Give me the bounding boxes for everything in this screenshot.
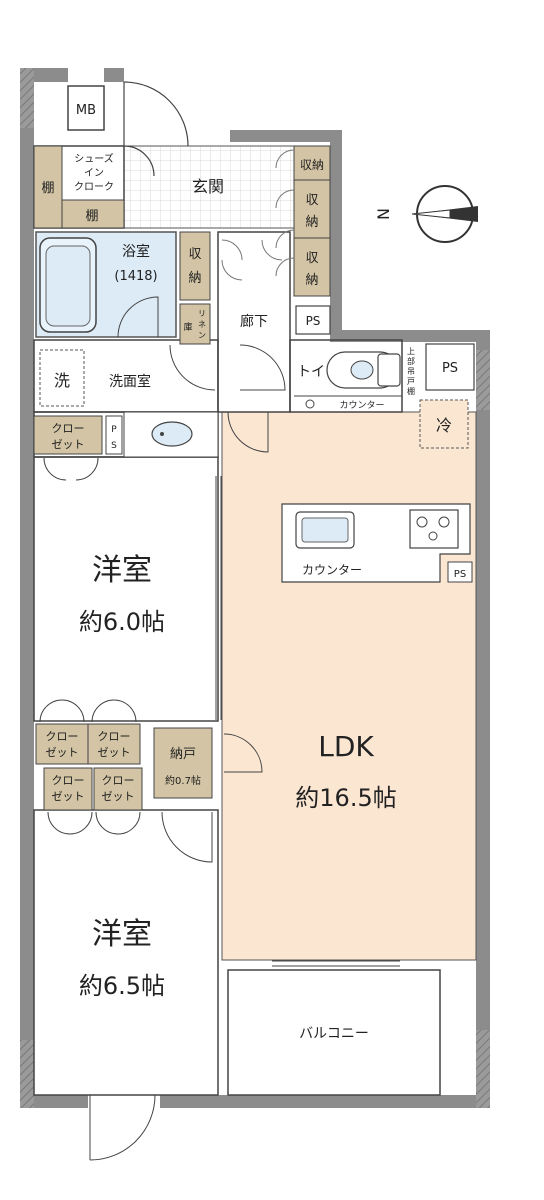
closet-b-2: ゼット <box>98 746 131 759</box>
ps-toilet: PS <box>442 361 458 376</box>
entrance-label: 玄関 <box>192 177 224 196</box>
middle-closets <box>35 723 143 811</box>
linen-label-1: リ <box>198 309 206 318</box>
room2-size: 約6.5帖 <box>79 972 165 1000</box>
bath-label: 浴室 <box>122 243 150 260</box>
closet-doors[interactable] <box>39 699 141 835</box>
storeroom-label: 納戸 <box>170 747 196 762</box>
closet-c-1: クロー <box>52 774 85 787</box>
kitchen-counter-label: カウンター <box>302 563 362 577</box>
room1-name: 洋室 <box>92 553 152 588</box>
mb-label: MB <box>76 103 96 118</box>
ldk-label: LDK <box>318 730 374 763</box>
storage-doors <box>275 149 295 277</box>
hallway-label: 廊下 <box>240 313 268 330</box>
walls <box>20 68 490 1108</box>
ps-small-1: P <box>111 425 117 435</box>
toilet-counter-label: カウンター <box>339 400 384 411</box>
storage-bath-label-2: 納 <box>188 271 201 286</box>
storeroom-size: 約0.7帖 <box>165 774 201 787</box>
storage-mid-label-1: 収 <box>305 193 318 208</box>
storeroom-door[interactable] <box>223 733 263 773</box>
balcony-label: バルコニー <box>299 1026 369 1042</box>
meter-box <box>67 85 105 131</box>
washroom-label: 洗面室 <box>109 373 151 390</box>
fridge-box <box>419 399 469 449</box>
closet-d-2: ゼット <box>102 790 135 803</box>
svg-text:戸: 戸 <box>407 377 415 386</box>
linen-label-3: ン <box>198 331 206 340</box>
compass-n: N <box>374 208 393 220</box>
fridge-label: 冷 <box>436 416 452 435</box>
storage-mid-label-2: 納 <box>305 215 318 230</box>
shoes-in-closet-label: シューズ イン クローク <box>74 152 114 193</box>
sink <box>151 421 193 447</box>
ps-toilet-box <box>425 343 475 391</box>
closet-upper-label-2: ゼット <box>52 438 85 451</box>
storage-mid <box>293 179 331 239</box>
closet-upper-doors[interactable] <box>43 457 99 481</box>
balcony-sash[interactable] <box>272 960 400 967</box>
shoes-closet-shelf-left <box>33 145 63 229</box>
svg-text:上: 上 <box>407 347 415 356</box>
svg-text:イン: イン <box>84 168 104 179</box>
kitchen-counter <box>281 503 471 583</box>
svg-text:クローク: クローク <box>74 181 114 193</box>
closet-a-2: ゼット <box>46 746 79 759</box>
storage-top-label: 収納 <box>300 158 324 172</box>
storage-low <box>293 237 331 297</box>
bath-size: (1418) <box>114 269 157 284</box>
ps-hall-box <box>295 305 331 335</box>
upper-cabinet-label: 上 部 吊 戸 棚 <box>407 347 415 396</box>
shelf-label-left: 棚 <box>41 181 54 196</box>
room2-name: 洋室 <box>92 917 152 952</box>
compass-icon <box>411 185 478 243</box>
linen-cupboard <box>179 303 211 345</box>
closet-upper <box>33 415 103 455</box>
shoes-closet-shelf-bottom <box>61 199 125 229</box>
linen-label-side: 庫 <box>183 321 192 333</box>
entrance-door[interactable] <box>123 81 189 177</box>
room1-size: 約6.0帖 <box>79 608 165 636</box>
storage-low-label-2: 納 <box>305 273 318 288</box>
shelf-label-bottom: 棚 <box>85 209 98 224</box>
storeroom-box <box>153 727 213 799</box>
svg-text:部: 部 <box>407 356 415 366</box>
linen-label-2: ネ <box>198 320 206 329</box>
wash-icon: 洗 <box>54 371 70 390</box>
closet-b-1: クロー <box>98 730 131 743</box>
storage-bath <box>179 231 211 301</box>
svg-text:吊: 吊 <box>407 367 415 376</box>
toilet-sink-icon <box>305 399 315 409</box>
room2-door[interactable] <box>161 811 213 863</box>
ldk-floor <box>221 411 477 961</box>
ps-small-box <box>105 415 123 455</box>
sliding-partition[interactable] <box>215 476 222 720</box>
entrance-tile-floor <box>123 145 295 229</box>
closet-c-2: ゼット <box>52 790 85 803</box>
closet-a-1: クロー <box>46 730 79 743</box>
storage-bath-label-1: 収 <box>188 247 201 262</box>
svg-text:棚: 棚 <box>407 386 415 396</box>
ps-hall: PS <box>306 314 321 328</box>
room2-window-door[interactable] <box>89 1094 156 1161</box>
closet-d-1: クロー <box>102 774 135 787</box>
ldk-size: 約16.5帖 <box>295 784 396 812</box>
bath-door[interactable] <box>117 296 159 338</box>
svg-text:シューズ: シューズ <box>74 152 114 165</box>
wash-machine-box <box>39 349 85 407</box>
ps-kitchen: PS <box>454 569 466 580</box>
storage-low-label-1: 収 <box>305 251 318 266</box>
hallway-doors[interactable] <box>169 344 286 453</box>
toilet-fixture <box>326 351 401 389</box>
storage-bath-doors <box>221 239 283 281</box>
ps-small-2: S <box>111 441 117 451</box>
closet-upper-label-1: クロー <box>52 422 85 435</box>
ps-kitchen-box <box>447 561 473 583</box>
